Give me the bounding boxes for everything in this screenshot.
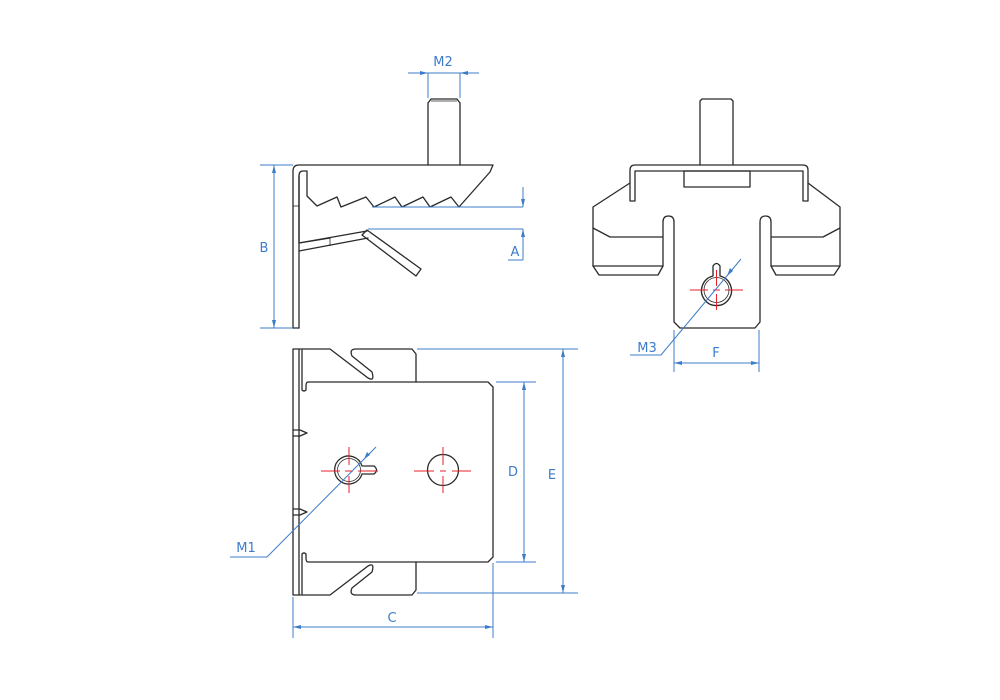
dim-f-arrow-right [751, 361, 759, 365]
dim-m1-arrow [364, 452, 370, 459]
side-spring-tab [361, 229, 422, 277]
dim-c-label: C [387, 611, 396, 626]
front-centerlines [690, 270, 743, 310]
dim-a-label: A [511, 245, 520, 260]
dim-b-arrow-bottom [272, 320, 276, 328]
dim-d-arrow-bottom [522, 554, 526, 562]
dim-b-label: B [260, 241, 269, 256]
dim-f-label: F [712, 346, 719, 361]
front-body-outline [592, 182, 841, 329]
plan-bottom-notch [301, 552, 417, 595]
dim-m3-arrow [727, 268, 733, 276]
dim-m3-leader [630, 258, 742, 356]
dim-b-arrow-top [272, 165, 276, 173]
front-right-wing-fold [770, 227, 841, 267]
dim-c-arrow-left [293, 625, 301, 629]
dim-m2-arrow-right [460, 71, 468, 75]
dim-m1-leader [230, 446, 377, 558]
dim-f-arrow-left [674, 361, 682, 365]
front-channel [629, 164, 809, 202]
side-view: A B M2 [260, 55, 525, 329]
front-keyhole [700, 262, 733, 307]
dim-e-arrow-top [561, 349, 565, 357]
dim-c-arrow-right [485, 625, 493, 629]
dim-d-label: D [508, 465, 518, 480]
plan-v-notch-top [292, 429, 308, 437]
dim-a-arrow-up [521, 229, 525, 237]
side-lower-arm [298, 230, 369, 252]
dim-m3-label: M3 [637, 341, 657, 356]
front-nut [683, 170, 751, 188]
front-view: M3 F [592, 98, 841, 372]
side-jaw-outline [292, 164, 494, 329]
dim-a-arrow-down [521, 199, 525, 207]
plan-view: M1 D E C [230, 348, 578, 638]
plan-outline [292, 348, 494, 596]
dim-d-arrow-top [522, 382, 526, 390]
front-left-wing-fold [592, 227, 664, 267]
front-stud [699, 98, 734, 166]
plan-centerlines-1 [321, 447, 378, 493]
dim-m2-arrow-left [420, 71, 428, 75]
dim-e-arrow-bottom [561, 585, 565, 593]
plan-v-notch-bottom [292, 508, 308, 516]
dim-e-label: E [548, 468, 556, 483]
plan-centerlines-2 [414, 447, 471, 493]
side-stud [427, 98, 461, 166]
dim-m2-label: M2 [433, 55, 453, 70]
plan-top-notch [301, 349, 417, 392]
dim-m1-label: M1 [236, 541, 256, 556]
